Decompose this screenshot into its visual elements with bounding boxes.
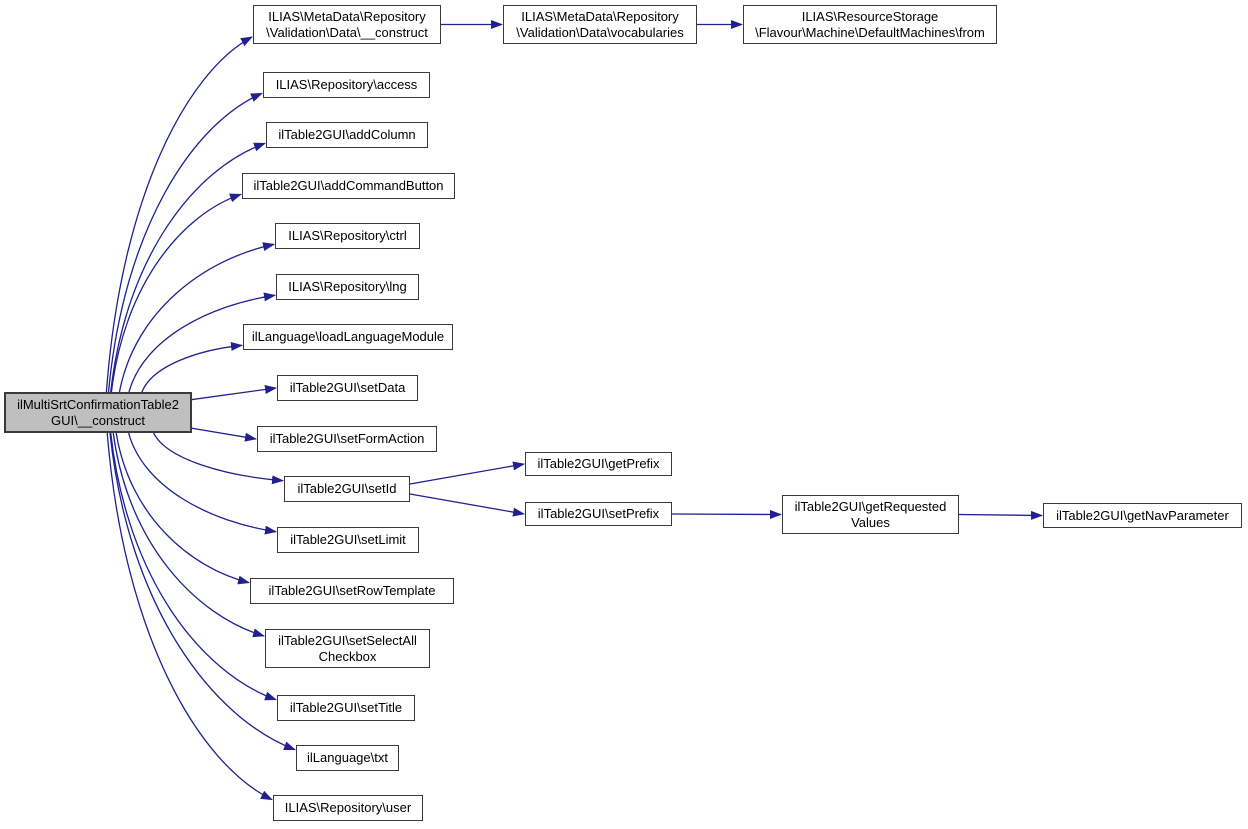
graph-node-label-line: ilTable2GUI\getRequested xyxy=(794,498,947,514)
graph-node-label-line: ilTable2GUI\setId xyxy=(297,481,397,497)
graph-node-table2gui-add-command-button[interactable]: ilTable2GUI\addCommandButton xyxy=(242,173,455,199)
call-edge-multi-srt-confirmation-table2-gui-construct-to-table2gui-add-column xyxy=(110,142,266,393)
graph-node-language-txt[interactable]: ilLanguage\txt xyxy=(296,745,399,771)
graph-node-label-line: ilTable2GUI\addCommandButton xyxy=(253,178,444,194)
graph-node-label-line: ilTable2GUI\setSelectAll xyxy=(278,632,417,648)
graph-node-repository-lng[interactable]: ILIAS\Repository\lng xyxy=(276,274,419,300)
graph-node-table2gui-get-nav-parameter[interactable]: ilTable2GUI\getNavParameter xyxy=(1043,503,1242,528)
call-edge-table2gui-set-id-to-table2gui-get-prefix xyxy=(409,461,525,485)
graph-node-table2gui-set-title[interactable]: ilTable2GUI\setTitle xyxy=(277,695,415,721)
graph-node-label-line: ilTable2GUI\setRowTemplate xyxy=(268,583,436,599)
call-edge-multi-srt-confirmation-table2-gui-construct-to-table2gui-set-data xyxy=(191,385,277,401)
call-edge-multi-srt-confirmation-table2-gui-construct-to-table2gui-set-id xyxy=(153,432,284,485)
call-edge-multi-srt-confirmation-table2-gui-construct-to-table2gui-add-command-button xyxy=(110,193,242,393)
graph-node-label-line: ILIAS\Repository\access xyxy=(275,77,418,93)
graph-node-label-line: ilTable2GUI\setTitle xyxy=(289,700,403,716)
call-edge-multi-srt-confirmation-table2-gui-construct-to-table2gui-set-select-all-checkbox xyxy=(112,432,265,638)
graph-node-language-load-language-module[interactable]: ilLanguage\loadLanguageModule xyxy=(243,324,453,350)
graph-node-table2gui-set-form-action[interactable]: ilTable2GUI\setFormAction xyxy=(257,426,437,452)
call-edge-multi-srt-confirmation-table2-gui-construct-to-repository-access xyxy=(107,92,263,393)
call-edge-table2gui-set-id-to-table2gui-set-prefix xyxy=(409,493,525,517)
graph-node-label-line: Checkbox xyxy=(318,648,377,664)
call-edge-multi-srt-confirmation-table2-gui-construct-to-table2gui-set-title xyxy=(110,432,277,701)
graph-node-label-line: ILIAS\MetaData\Repository xyxy=(268,8,426,24)
graph-node-repository-access[interactable]: ILIAS\Repository\access xyxy=(263,72,430,98)
graph-node-label-line: ilTable2GUI\addColumn xyxy=(278,127,416,143)
graph-node-resource-storage-default-machines-from[interactable]: ILIAS\ResourceStorage\Flavour\Machine\De… xyxy=(743,5,997,44)
graph-node-label-line: ilTable2GUI\setData xyxy=(289,380,406,396)
call-edge-table2gui-set-prefix-to-table2gui-get-requested-values xyxy=(671,509,782,519)
call-edge-multi-srt-confirmation-table2-gui-construct-to-language-load-language-module xyxy=(141,341,243,393)
graph-node-table2gui-set-prefix[interactable]: ilTable2GUI\setPrefix xyxy=(525,502,672,526)
graph-node-repository-ctrl[interactable]: ILIAS\Repository\ctrl xyxy=(275,223,420,249)
call-edge-multi-srt-confirmation-table2-gui-construct-to-table2gui-set-row-template xyxy=(115,432,250,585)
graph-node-label-line: ilTable2GUI\setFormAction xyxy=(269,431,425,447)
graph-node-label-line: ilTable2GUI\setLimit xyxy=(290,532,406,548)
call-edge-multi-srt-confirmation-table2-gui-construct-to-repository-lng xyxy=(128,292,276,393)
graph-node-metadata-repository-validation-data-construct[interactable]: ILIAS\MetaData\Repository\Validation\Dat… xyxy=(253,5,441,44)
graph-node-label-line: \Flavour\Machine\DefaultMachines\from xyxy=(755,24,985,40)
call-edge-multi-srt-confirmation-table2-gui-construct-to-metadata-repository-validation-data-construct xyxy=(105,36,253,393)
call-edge-table2gui-get-requested-values-to-table2gui-get-nav-parameter xyxy=(958,510,1043,520)
graph-node-label-line: ILIAS\Repository\user xyxy=(284,800,412,816)
graph-node-table2gui-set-row-template[interactable]: ilTable2GUI\setRowTemplate xyxy=(250,578,454,604)
graph-node-label-line: Values xyxy=(851,514,890,530)
graph-node-label-line: ILIAS\MetaData\Repository xyxy=(521,8,679,24)
graph-node-label-line: ilTable2GUI\setPrefix xyxy=(537,506,660,522)
graph-node-label-line: ILIAS\ResourceStorage xyxy=(801,8,939,24)
graph-node-label-line: ilMultiSrtConfirmationTable2 xyxy=(17,396,179,412)
graph-node-label-line: \Validation\Data\__construct xyxy=(266,24,428,40)
graph-node-table2gui-add-column[interactable]: ilTable2GUI\addColumn xyxy=(266,122,428,148)
graph-node-label-line: ILIAS\Repository\ctrl xyxy=(288,228,407,244)
graph-node-table2gui-set-id[interactable]: ilTable2GUI\setId xyxy=(284,476,410,502)
graph-node-label-line: ilTable2GUI\getNavParameter xyxy=(1056,507,1229,523)
graph-node-repository-user[interactable]: ILIAS\Repository\user xyxy=(273,795,423,821)
graph-node-label-line: ILIAS\Repository\lng xyxy=(288,279,407,295)
call-edge-multi-srt-confirmation-table2-gui-construct-to-table2gui-set-form-action xyxy=(191,427,257,442)
graph-node-label-line: GUI\__construct xyxy=(51,412,145,428)
graph-node-label-line: ilLanguage\txt xyxy=(307,750,388,766)
graph-node-metadata-repository-validation-data-vocabularies[interactable]: ILIAS\MetaData\Repository\Validation\Dat… xyxy=(503,5,697,44)
call-edge-multi-srt-confirmation-table2-gui-construct-to-language-txt xyxy=(109,432,296,751)
call-edge-multi-srt-confirmation-table2-gui-construct-to-table2gui-set-limit xyxy=(127,432,277,535)
graph-node-table2gui-set-limit[interactable]: ilTable2GUI\setLimit xyxy=(277,527,419,553)
graph-node-table2gui-get-prefix[interactable]: ilTable2GUI\getPrefix xyxy=(525,452,672,476)
graph-node-table2gui-set-data[interactable]: ilTable2GUI\setData xyxy=(277,375,418,401)
call-edge-multi-srt-confirmation-table2-gui-construct-to-repository-user xyxy=(106,432,273,801)
call-edge-multi-srt-confirmation-table2-gui-construct-to-repository-ctrl xyxy=(118,242,275,393)
graph-node-label-line: \Validation\Data\vocabularies xyxy=(516,24,684,40)
graph-node-label-line: ilLanguage\loadLanguageModule xyxy=(251,329,445,345)
graph-node-label-line: ilTable2GUI\getPrefix xyxy=(537,456,660,472)
